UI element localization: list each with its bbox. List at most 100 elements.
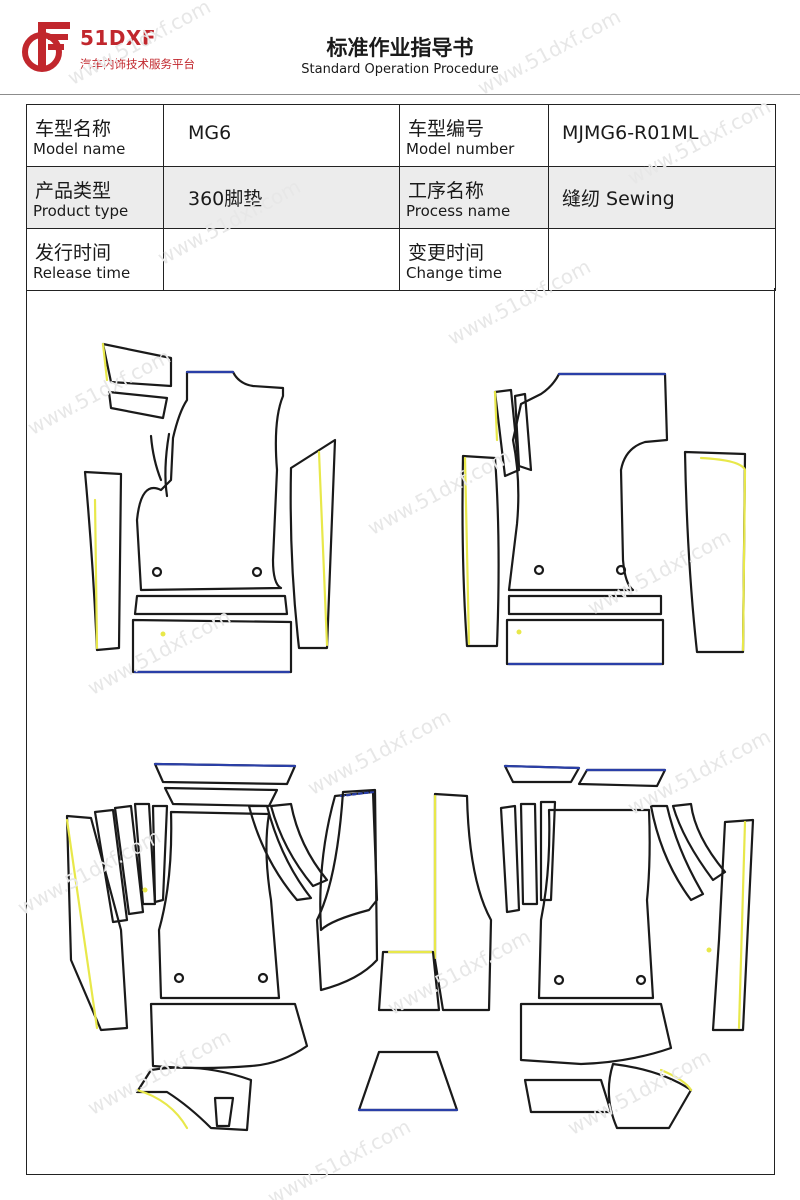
mat-front-right xyxy=(461,372,747,666)
rear-right-curve-strips xyxy=(649,802,727,902)
model-number-value: MJMG6-R01ML xyxy=(562,122,699,144)
center-hump xyxy=(377,950,441,1012)
front-right-side-right xyxy=(683,450,747,654)
front-right-heelpad xyxy=(507,594,663,616)
rear-right-side-right-edge xyxy=(737,820,747,1030)
rear-left-side-left xyxy=(65,814,129,1032)
release-time-value xyxy=(164,229,399,246)
model-number-label-cell: 车型编号 Model number xyxy=(399,104,549,167)
process-name-value-cell: 缝纫 Sewing xyxy=(548,166,776,229)
front-right-hole-left xyxy=(533,564,545,576)
release-time-label-cell: 发行时间 Release time xyxy=(26,228,164,291)
mat-rear-right xyxy=(499,764,755,1130)
process-name-label-cn: 工序名称 xyxy=(408,180,485,202)
release-time-value-cell xyxy=(163,228,400,291)
rear-right-lower-panel xyxy=(519,1002,673,1066)
mat-front-left xyxy=(83,342,337,674)
rear-right-side-right xyxy=(711,818,755,1032)
product-type-label-cn: 产品类型 xyxy=(35,180,112,202)
product-type-value: 360脚垫 xyxy=(188,188,263,210)
front-right-strip-yellow xyxy=(493,390,499,442)
front-right-side-left xyxy=(461,454,500,648)
model-name-label-cell: 车型名称 Model name xyxy=(26,104,164,167)
rear-left-lower-panel xyxy=(149,1002,309,1070)
center-tunnel-left xyxy=(315,788,379,992)
front-left-hole-right xyxy=(251,566,263,578)
rear-right-strips xyxy=(499,800,557,914)
change-time-label-cell: 变更时间 Change time xyxy=(399,228,549,291)
info-row-time: 发行时间 Release time 变更时间 Change time xyxy=(26,228,776,291)
rear-right-mark-dot xyxy=(706,947,712,953)
document-subtitle: Standard Operation Procedure xyxy=(301,62,499,77)
process-name-value: 缝纫 Sewing xyxy=(562,188,675,210)
model-number-value-cell: MJMG6-R01ML xyxy=(548,104,776,167)
rear-right-top-strip-edge xyxy=(503,764,667,772)
front-left-strip-yellow xyxy=(101,342,109,382)
center-trapezoid xyxy=(357,1050,459,1112)
front-left-hole-left xyxy=(151,566,163,578)
brand-tagline: 汽车内饰技术服务平台 xyxy=(80,57,195,71)
process-name-label-en: Process name xyxy=(406,202,511,220)
rear-right-main-piece xyxy=(537,808,655,1000)
front-right-hole-right xyxy=(615,564,627,576)
model-name-label-cn: 车型名称 xyxy=(35,118,112,140)
front-left-bottom-piece xyxy=(131,618,293,674)
front-right-bottom-piece xyxy=(505,618,665,666)
product-type-label-en: Product type xyxy=(33,202,129,220)
rear-left-right-panel xyxy=(319,790,379,932)
change-time-label-en: Change time xyxy=(406,264,503,282)
model-name-value: MG6 xyxy=(188,122,232,144)
front-left-inner-curve xyxy=(149,432,171,498)
rear-left-bottom-arc-edge xyxy=(135,1088,189,1130)
rear-right-bottom-arc xyxy=(607,1062,693,1130)
rear-left-curve-strips xyxy=(247,802,329,902)
front-left-side-left xyxy=(83,470,123,652)
front-left-heelpad xyxy=(133,594,289,616)
document-title: 标准作业指导书 xyxy=(326,36,474,60)
front-right-side-right-edge xyxy=(699,456,747,652)
pattern-drawing xyxy=(26,288,775,1175)
info-table: 车型名称 Model name MG6 车型编号 Model number MJ… xyxy=(26,104,776,291)
front-left-side-right-edge xyxy=(317,450,329,647)
process-name-label-cell: 工序名称 Process name xyxy=(399,166,549,229)
front-right-strip-a xyxy=(493,388,533,478)
rear-left-mark-dot xyxy=(142,887,148,893)
model-name-label-en: Model name xyxy=(33,140,126,158)
release-time-label-cn: 发行时间 xyxy=(35,242,112,264)
release-time-label-en: Release time xyxy=(33,264,131,282)
rear-left-hole-right xyxy=(257,972,269,984)
front-left-side-left-edge xyxy=(93,498,99,650)
brand-logo: 51DXF 汽车内饰技术服务平台 xyxy=(22,18,252,78)
change-time-value xyxy=(549,229,775,246)
pattern-svg xyxy=(65,342,755,1132)
rear-left-strip-2 xyxy=(151,804,169,904)
rear-left-top-strip-edge xyxy=(153,762,297,768)
front-left-main-piece xyxy=(135,370,285,592)
rear-right-bottom-arc-edge xyxy=(659,1068,693,1092)
model-number-label-en: Model number xyxy=(406,140,515,158)
rear-left-right-panel-edge xyxy=(339,790,375,798)
product-type-label-cell: 产品类型 Product type xyxy=(26,166,164,229)
change-time-value-cell xyxy=(548,228,776,291)
brand-name: 51DXF xyxy=(80,26,157,50)
model-number-label-cn: 车型编号 xyxy=(408,118,485,140)
header-divider xyxy=(0,94,800,95)
info-row-product: 产品类型 Product type 360脚垫 工序名称 Process nam… xyxy=(26,166,776,229)
logo-mark-icon xyxy=(22,22,70,72)
front-right-main-piece xyxy=(507,372,669,592)
rear-left-hole-left xyxy=(173,972,185,984)
front-left-strip-top xyxy=(101,342,173,420)
mat-center xyxy=(315,788,493,1112)
change-time-label-cn: 变更时间 xyxy=(408,242,485,264)
center-tunnel-right xyxy=(433,792,493,1012)
front-right-mark-dot xyxy=(516,629,522,635)
front-right-side-left-edge xyxy=(463,456,471,646)
rear-right-hole-right xyxy=(635,974,647,986)
product-type-value-cell: 360脚垫 xyxy=(163,166,400,229)
front-left-side-right xyxy=(289,438,337,650)
rear-left-bottom-arc xyxy=(135,1066,253,1132)
rear-left-strip-1 xyxy=(93,802,157,924)
model-name-value-cell: MG6 xyxy=(163,104,400,167)
rear-right-hole-left xyxy=(553,974,565,986)
front-left-mark-dot xyxy=(160,631,166,637)
